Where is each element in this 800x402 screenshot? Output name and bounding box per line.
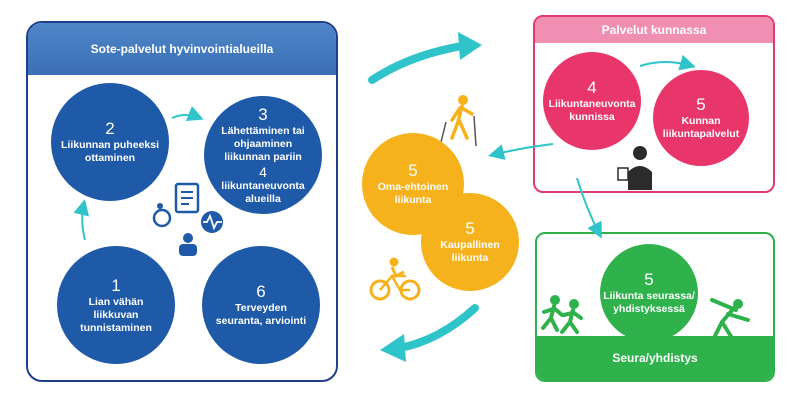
oma-ehtoinen-label: Oma-ehtoinen liikunta: [377, 181, 449, 206]
step-3-number: 3: [258, 104, 268, 124]
arrow-k4-to-k5: [639, 54, 696, 71]
step-1-label: Lian vähän liikkuvan tunnistaminen: [80, 295, 152, 334]
step-2-label: Liikunnan puheeksi ottaminen: [60, 139, 160, 164]
arrow-1-to-2: [73, 199, 90, 241]
stretching-icon: [710, 298, 750, 340]
palvelut-panel-title: Palvelut kunnassa: [535, 17, 773, 43]
kunta-5-circle: 5 Kunnan liikuntapalvelut: [653, 70, 749, 166]
step-3-circle: 3 Lähettäminen tai ohjaaminen liikunnan …: [204, 96, 322, 214]
big-arrow-top: [368, 42, 466, 84]
hiker-icon: [439, 95, 477, 147]
kaupallinen-number: 5: [465, 219, 475, 238]
health-services-icon: [152, 182, 223, 256]
step-6-circle: 6 Terveyden seuranta, arviointi: [202, 246, 320, 364]
kunta-4-number: 4: [587, 78, 597, 97]
runners-icon: [541, 295, 583, 334]
kunta-5-number: 5: [696, 95, 706, 114]
kaupallinen-label: Kaupallinen liikunta: [440, 239, 500, 264]
step-4-label: liikuntaneuvonta alueilla: [221, 179, 305, 205]
arrow-k4-to-oma: [488, 143, 554, 160]
step-1-circle: 1 Lian vähän liikkuvan tunnistaminen: [57, 246, 175, 364]
step-4-number: 4: [259, 163, 267, 180]
kunta-4-circle: 4 Liikuntaneuvonta kunnissa: [543, 52, 641, 150]
step-1-number: 1: [111, 275, 121, 295]
step-6-number: 6: [256, 282, 266, 301]
big-arrow-bottom-head: [380, 334, 406, 362]
seura-panel-title: Seura/yhdistys: [537, 336, 773, 380]
sote-panel-title: Sote-palvelut hyvinvointialueilla: [28, 23, 336, 75]
kunta-4-label: Liikuntaneuvonta kunnissa: [548, 98, 636, 123]
seura-5-number: 5: [644, 270, 654, 289]
big-arrow-bottom: [396, 304, 479, 352]
kaupallinen-circle: 5 Kaupallinen liikunta: [421, 193, 519, 291]
oma-ehtoinen-number: 5: [408, 161, 418, 180]
kunta-5-label: Kunnan liikuntapalvelut: [662, 115, 740, 140]
big-arrow-top-head: [458, 32, 482, 60]
arrow-2-to-3: [171, 106, 204, 121]
seura-5-label: Liikunta seurassa/ yhdistyksessä: [603, 290, 695, 315]
arrow-k4-to-seura: [576, 177, 602, 239]
step-6-label: Terveyden seuranta, arviointi: [215, 302, 307, 327]
cyclist-icon: [369, 257, 421, 301]
counselor-icon: [617, 146, 652, 190]
seura-5-circle: 5 Liikunta seurassa/ yhdistyksessä: [600, 244, 698, 342]
step-2-circle: 2 Liikunnan puheeksi ottaminen: [51, 83, 169, 201]
step-3-label: Lähettäminen tai ohjaaminen liikunnan pa…: [221, 124, 305, 163]
step-2-number: 2: [105, 119, 115, 138]
